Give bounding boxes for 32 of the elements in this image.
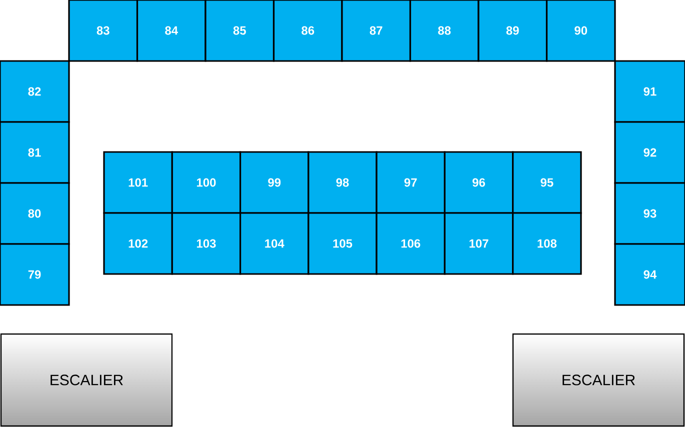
stand-booth: 90	[546, 0, 616, 62]
stand-booth: 106	[376, 212, 446, 275]
stand-booth: 79	[0, 243, 70, 306]
stand-booth: 97	[376, 151, 446, 214]
stand-booth: 107	[444, 212, 514, 275]
stand-booth: 86	[272, 0, 343, 62]
stand-booth: 88	[409, 0, 480, 62]
stand-booth: 99	[240, 151, 310, 214]
stand-booth: 80	[0, 182, 70, 245]
stand-booth: 87	[341, 0, 412, 62]
stand-booth: 92	[614, 121, 685, 184]
stand-booth: 104	[240, 212, 310, 275]
stand-booth: 98	[308, 151, 378, 214]
staircase-box: ESCALIER	[512, 333, 685, 427]
staircase-box: ESCALIER	[0, 333, 173, 427]
stand-booth: 96	[444, 151, 514, 214]
stand-booth: 82	[0, 60, 70, 123]
stand-booth: 103	[171, 212, 242, 275]
stand-booth: 85	[204, 0, 275, 62]
stand-booth: 101	[103, 151, 173, 214]
stand-booth: 81	[0, 121, 70, 184]
stand-booth: 83	[68, 0, 138, 62]
stand-booth: 91	[614, 60, 685, 123]
stand-booth: 94	[614, 243, 685, 306]
stand-booth: 84	[136, 0, 206, 62]
stand-booth: 100	[171, 151, 242, 214]
stand-booth: 105	[308, 212, 378, 275]
stand-booth: 108	[512, 212, 582, 275]
stand-booth: 93	[614, 182, 685, 245]
stand-booth: 95	[512, 151, 582, 214]
stand-booth: 89	[478, 0, 548, 62]
stand-booth: 102	[103, 212, 173, 275]
